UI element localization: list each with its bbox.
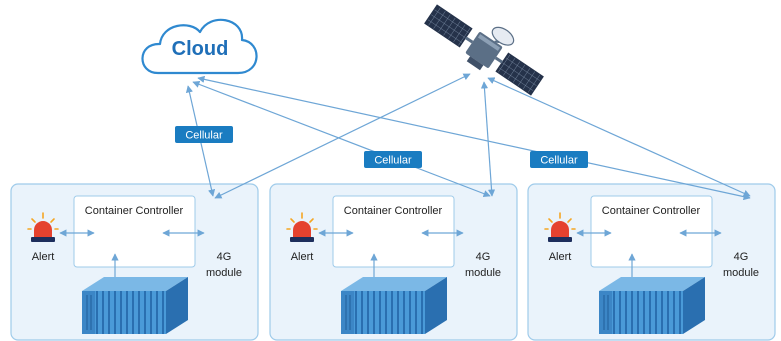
- satellite-icon: [424, 4, 544, 96]
- link-unit1-satellite: [214, 73, 471, 199]
- shipping-container-icon: [82, 277, 188, 334]
- link-unit3-satellite: [487, 77, 751, 197]
- alarm-beacon-icon: [286, 212, 318, 242]
- alert-label: Alert: [291, 251, 314, 263]
- module-label: 4G: [217, 251, 232, 263]
- cellular-label: Cellular: [540, 155, 578, 167]
- module-label-2: module: [465, 267, 501, 279]
- controller-label: Container Controller: [344, 205, 443, 217]
- alert-label: Alert: [549, 251, 572, 263]
- cloud-node: Cloud: [141, 18, 258, 75]
- cellular-label: Cellular: [185, 130, 223, 142]
- cellular-label: Cellular: [374, 155, 412, 167]
- controller-label: Container Controller: [602, 205, 701, 217]
- module-label-2: module: [723, 267, 759, 279]
- shipping-container-icon: [599, 277, 705, 334]
- cellular-badge: Cellular: [175, 126, 233, 143]
- link-unit3-cloud: [197, 75, 751, 201]
- cloud-label: Cloud: [172, 38, 229, 60]
- cellular-badge: Cellular: [530, 151, 588, 168]
- alert-label: Alert: [32, 251, 55, 263]
- shipping-container-icon: [341, 277, 447, 334]
- link-unit2-cloud: [192, 80, 491, 198]
- alarm-beacon-icon: [544, 212, 576, 242]
- alarm-beacon-icon: [27, 212, 59, 242]
- controller-label: Container Controller: [85, 205, 184, 217]
- cloud-icon: [141, 18, 258, 75]
- cellular-badge: Cellular: [364, 151, 422, 168]
- connection-lines: [185, 73, 751, 201]
- link-unit2-satellite: [480, 81, 496, 197]
- module-label: 4G: [734, 251, 749, 263]
- module-label: 4G: [476, 251, 491, 263]
- module-label-2: module: [206, 267, 242, 279]
